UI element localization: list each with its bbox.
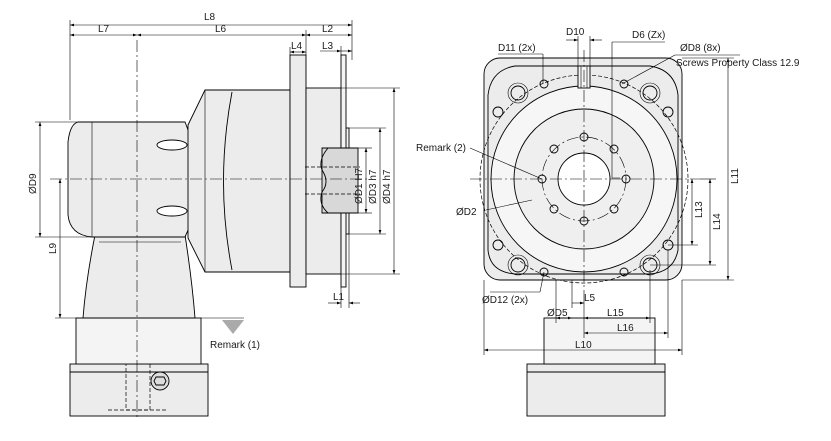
dim-label-L13: L13	[694, 201, 705, 218]
dim-label-L16: L16	[617, 323, 634, 334]
housing-slot-lower-icon	[156, 205, 188, 217]
dim-label-D11: D11 (2x)	[498, 43, 536, 54]
front-view	[470, 50, 700, 417]
dim-label-L4: L4	[291, 41, 303, 52]
dim-label-L3: L3	[322, 41, 334, 52]
dim-label-D1: ØD1 H7	[354, 167, 365, 204]
remark-1-marker-icon	[222, 320, 244, 334]
dim-label-D4: ØD4 h7	[382, 169, 393, 204]
output-flange	[289, 54, 307, 288]
side-labels: L8 L7 L6 L2 L4 L3 L1 ØD9 L9 ØD1 H7 ØD3 h…	[28, 12, 393, 351]
dim-label-L7: L7	[98, 24, 110, 35]
angle-housing	[67, 121, 201, 238]
housing-slot-upper-icon	[156, 139, 188, 151]
front-dimensions	[469, 36, 740, 355]
dim-label-L11: L11	[730, 168, 741, 184]
front-mounting-plate	[543, 317, 656, 365]
remark-2-label: Remark (2)	[416, 143, 466, 154]
dim-label-L2: L2	[322, 24, 334, 35]
screws-note: Screws Property Class 12.9	[676, 58, 800, 69]
dim-label-L5: L5	[584, 293, 596, 304]
front-labels: D10 D11 (2x) D6 (Zx) ØD8 (8x) Screws Pro…	[416, 27, 800, 351]
dim-label-L6: L6	[215, 24, 227, 35]
side-dimensions	[35, 20, 400, 319]
dim-label-L8: L8	[204, 12, 216, 23]
dim-label-D2: ØD2	[456, 207, 477, 218]
dim-label-L10: L10	[575, 340, 592, 351]
dim-label-D10: D10	[566, 27, 585, 38]
front-adapter-block	[526, 363, 666, 417]
side-view	[50, 40, 370, 418]
gearbox-body	[187, 89, 291, 273]
remark-1-label: Remark (1)	[210, 340, 260, 351]
clamp-screw-icon	[150, 371, 170, 391]
mounting-plate	[75, 317, 202, 365]
dim-label-L9: L9	[48, 242, 59, 254]
output-bore-section	[321, 147, 359, 214]
adapter-block	[69, 363, 209, 417]
dim-label-L14: L14	[712, 213, 723, 230]
dim-label-D12: ØD12 (2x)	[482, 295, 528, 306]
dim-label-D8: ØD8 (8x)	[680, 43, 721, 54]
dim-label-D3: ØD3 h7	[368, 169, 379, 204]
dim-label-D9: ØD9	[28, 173, 39, 194]
motor-bell-housing	[82, 234, 196, 319]
dim-label-D6: D6 (Zx)	[632, 30, 665, 41]
dim-label-L1: L1	[333, 292, 345, 303]
dim-label-D5: ØD5	[547, 308, 568, 319]
dim-label-L15: L15	[607, 308, 624, 319]
